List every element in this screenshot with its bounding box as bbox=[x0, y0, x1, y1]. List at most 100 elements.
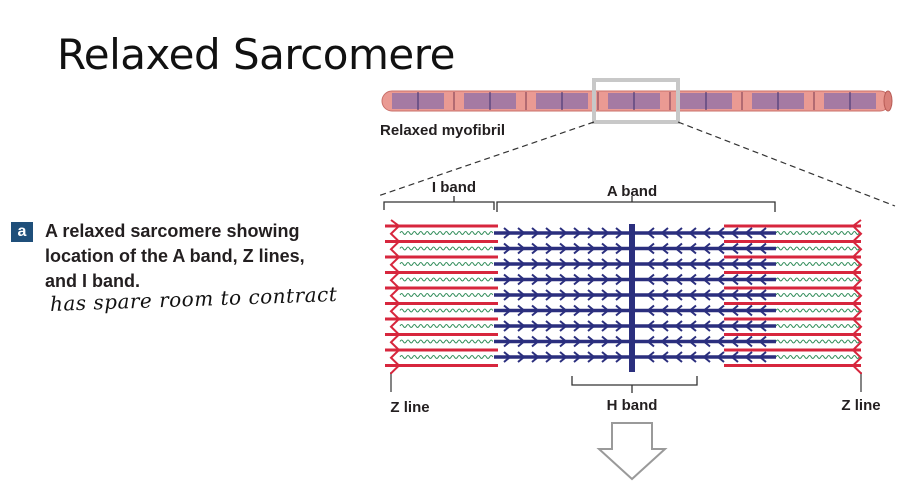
myosin-head bbox=[503, 351, 512, 363]
myosin-head bbox=[674, 242, 683, 255]
myosin-head bbox=[615, 351, 624, 363]
myosin-head bbox=[688, 304, 697, 317]
zoom-line-left bbox=[377, 121, 595, 197]
myosin-head bbox=[573, 289, 582, 301]
i-band-label: I band bbox=[432, 179, 476, 196]
caption-line: A relaxed sarcomere showing bbox=[45, 221, 300, 241]
myosin-head bbox=[674, 258, 683, 270]
myosin-head bbox=[744, 335, 753, 348]
titin-filaments bbox=[399, 231, 860, 359]
myosin-head bbox=[559, 335, 568, 348]
myosin-head bbox=[730, 351, 739, 363]
myosin-head bbox=[587, 335, 596, 348]
z-line bbox=[851, 219, 863, 374]
myosin-head bbox=[573, 304, 582, 317]
myosin-head bbox=[503, 289, 512, 301]
z-line-left-label: Z line bbox=[390, 399, 429, 416]
myosin-head bbox=[531, 304, 540, 317]
myosin-head bbox=[531, 227, 540, 239]
myosin-head bbox=[503, 227, 512, 239]
titin-filament bbox=[775, 246, 860, 251]
titin-filament bbox=[399, 262, 494, 266]
titin-filament bbox=[775, 277, 860, 282]
myosin-head bbox=[730, 304, 739, 317]
myosin-head bbox=[702, 273, 711, 286]
myosin-head bbox=[559, 227, 568, 239]
myosin-head bbox=[587, 351, 596, 363]
myosin-head bbox=[758, 273, 767, 286]
myosin-head bbox=[545, 273, 554, 286]
a-band-label: A band bbox=[607, 183, 657, 200]
myosin-head bbox=[587, 273, 596, 286]
myosin-head bbox=[615, 335, 624, 348]
figure-caption: A relaxed sarcomere showing location of … bbox=[45, 219, 355, 294]
myosin-head bbox=[674, 273, 683, 286]
myosin-head bbox=[758, 289, 767, 301]
myosin-head bbox=[587, 289, 596, 301]
myosin-head bbox=[573, 258, 582, 270]
myosin-head bbox=[503, 335, 512, 348]
myosin-head bbox=[615, 273, 624, 286]
myosin-head bbox=[660, 351, 669, 363]
myosin-head bbox=[660, 273, 669, 286]
myosin-head bbox=[517, 320, 526, 332]
myosin-head bbox=[545, 320, 554, 332]
titin-filament bbox=[399, 339, 494, 344]
myosin-head bbox=[559, 242, 568, 255]
myosin-head bbox=[702, 227, 711, 239]
titin-filament bbox=[775, 308, 860, 313]
titin-filament bbox=[399, 246, 494, 251]
myosin-head bbox=[517, 273, 526, 286]
myosin-head bbox=[688, 351, 697, 363]
myosin-head bbox=[517, 335, 526, 348]
myosin-head bbox=[688, 227, 697, 239]
h-band-bracket bbox=[571, 376, 698, 393]
myosin-head bbox=[573, 320, 582, 332]
myosin-head bbox=[758, 258, 767, 270]
titin-filament bbox=[399, 293, 494, 297]
myosin-head bbox=[702, 335, 711, 348]
titin-filament bbox=[775, 231, 860, 235]
titin-filament bbox=[775, 293, 860, 297]
myosin-head bbox=[744, 273, 753, 286]
myosin-head bbox=[601, 335, 610, 348]
myosin-head bbox=[744, 242, 753, 255]
myosin-head bbox=[559, 273, 568, 286]
myosin-head bbox=[716, 304, 725, 317]
myosin-head bbox=[674, 335, 683, 348]
myosin-head bbox=[587, 258, 596, 270]
myosin-head bbox=[702, 351, 711, 363]
thin-filaments bbox=[385, 224, 861, 367]
myofibril bbox=[381, 90, 893, 112]
myosin-head bbox=[758, 242, 767, 255]
myosin-head bbox=[716, 227, 725, 239]
myosin-head bbox=[503, 304, 512, 317]
titin-filament bbox=[775, 262, 860, 266]
myosin-head bbox=[716, 335, 725, 348]
titin-filament bbox=[399, 308, 494, 313]
myosin-head bbox=[573, 273, 582, 286]
myosin-head bbox=[660, 289, 669, 301]
myosin-head bbox=[559, 320, 568, 332]
myosin-head bbox=[660, 242, 669, 255]
h-band-label: H band bbox=[607, 397, 658, 414]
myosin-head bbox=[646, 227, 655, 239]
myosin-head bbox=[587, 242, 596, 255]
panel-letter-badge: a bbox=[11, 222, 33, 242]
myosin-head bbox=[716, 242, 725, 255]
myosin-head bbox=[573, 351, 582, 363]
myosin-head bbox=[531, 289, 540, 301]
myosin-head bbox=[615, 320, 624, 332]
myosin-head bbox=[646, 273, 655, 286]
myosin-head bbox=[615, 242, 624, 255]
myosin-head bbox=[517, 289, 526, 301]
myosin-head bbox=[688, 273, 697, 286]
titin-filament bbox=[775, 339, 860, 344]
myosin-head bbox=[503, 320, 512, 332]
myosin-head bbox=[517, 258, 526, 270]
myosin-head bbox=[615, 289, 624, 301]
myofibril-label: Relaxed myofibril bbox=[380, 122, 505, 139]
myosin-head bbox=[702, 289, 711, 301]
myosin-head bbox=[702, 320, 711, 332]
myosin-head bbox=[531, 258, 540, 270]
